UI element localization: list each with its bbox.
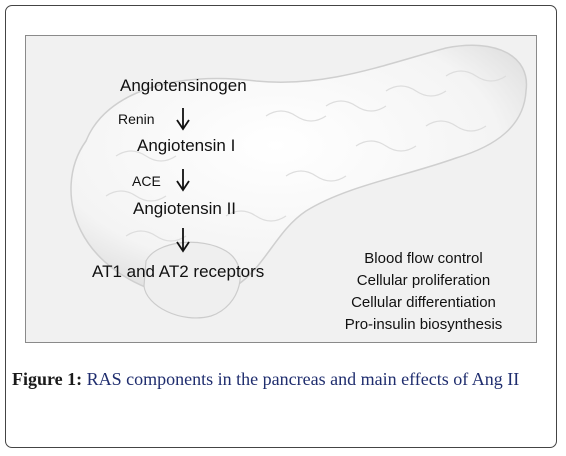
effects-list: Blood flow control Cellular proliferatio… bbox=[321, 248, 526, 336]
pancreas-illustration bbox=[70, 44, 528, 319]
step-angiotensin-ii: Angiotensin II bbox=[133, 199, 237, 218]
effect-item: Blood flow control bbox=[364, 250, 483, 267]
effect-item: Pro-insulin biosynthesis bbox=[344, 316, 503, 333]
enzyme-ace: ACE bbox=[132, 173, 161, 189]
diagram-panel: Angiotensinogen Renin Angiotensin I ACE … bbox=[25, 35, 537, 343]
step-angiotensin-i: Angiotensin I bbox=[137, 136, 236, 155]
step-receptors: AT1 and AT2 receptors bbox=[92, 262, 265, 281]
down-arrow-icon bbox=[176, 108, 190, 131]
enzyme-renin: Renin bbox=[118, 111, 155, 127]
step-angiotensinogen: Angiotensinogen bbox=[120, 76, 247, 95]
down-arrow-icon bbox=[176, 228, 190, 253]
down-arrow-icon bbox=[176, 169, 190, 192]
effect-item: Cellular differentiation bbox=[351, 294, 496, 311]
effect-item: Cellular proliferation bbox=[356, 272, 491, 289]
figure-caption: Figure 1: RAS components in the pancreas… bbox=[12, 368, 550, 390]
caption-text: RAS components in the pancreas and main … bbox=[82, 369, 520, 389]
figure-label: Figure 1: bbox=[12, 369, 83, 389]
